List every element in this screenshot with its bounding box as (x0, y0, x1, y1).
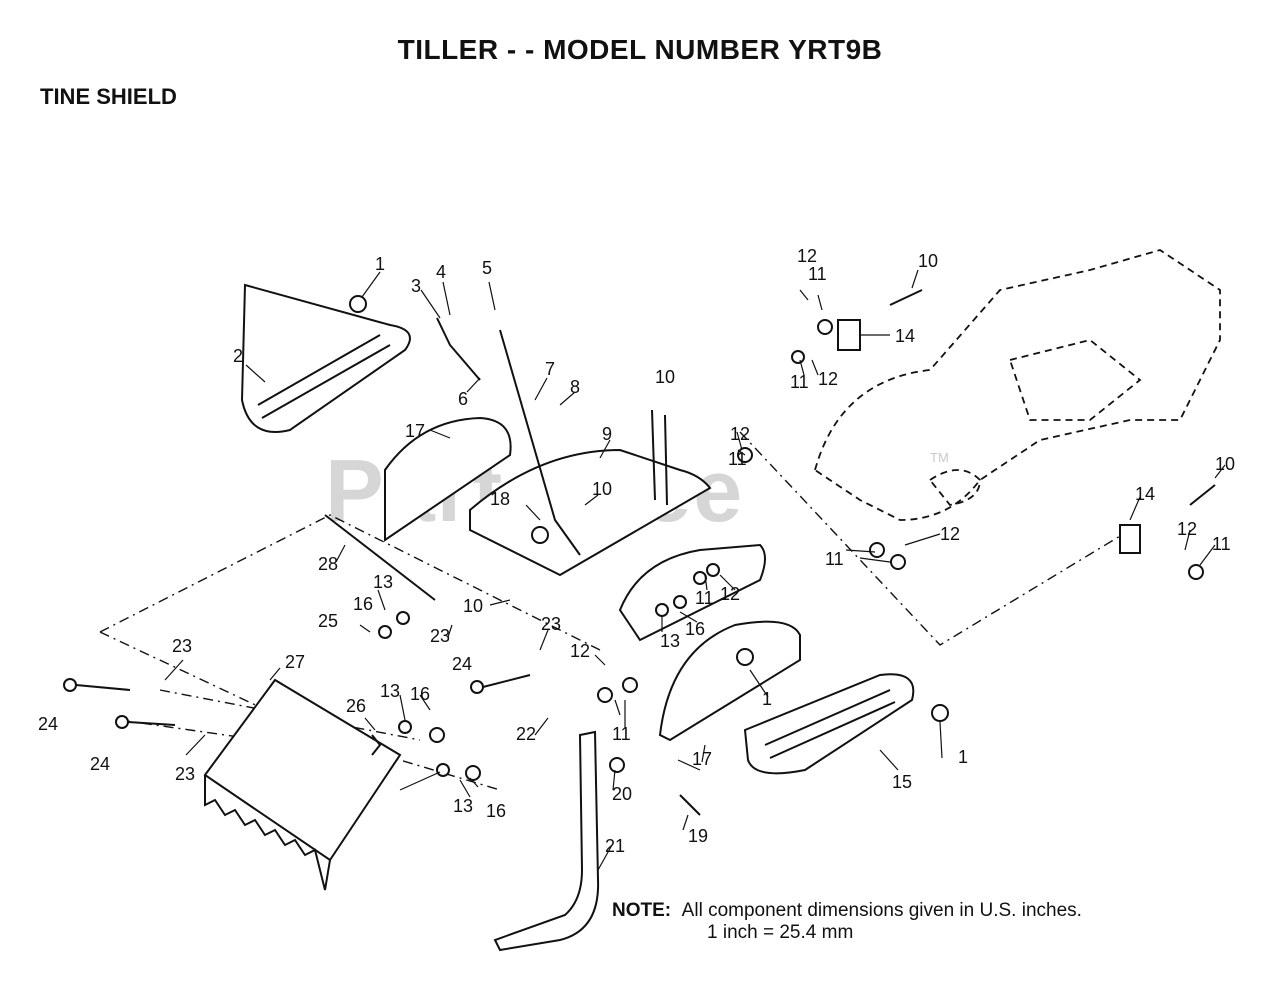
leader-lines (164, 269, 1226, 871)
tiller-frame (813, 249, 1221, 521)
callout-11e: 11 (1212, 534, 1231, 554)
callout-16c: 16 (410, 684, 430, 704)
callout-10e: 10 (1215, 454, 1235, 474)
callout-22: 22 (516, 724, 536, 744)
callout-19: 19 (688, 826, 708, 846)
depth-bar (493, 730, 600, 952)
callout-13b: 13 (660, 631, 680, 651)
callout-10b: 10 (592, 479, 612, 499)
callout-10d: 10 (918, 251, 938, 271)
note-line2: 1 inch = 25.4 mm (707, 922, 854, 943)
callout-12c: 12 (730, 424, 750, 444)
deflector-lower (658, 620, 801, 742)
callout-14b: 14 (1135, 484, 1155, 504)
callout-labels: 1 1 1 2 3 4 5 6 7 8 9 10 10 10 10 10 11 … (38, 246, 1235, 856)
bolt-24-upper (63, 678, 131, 692)
note-label: NOTE: (612, 900, 672, 921)
watermark-trademark: TM (930, 450, 949, 465)
assembly-line-left (99, 514, 601, 651)
callout-23c: 23 (541, 614, 561, 634)
callout-11g: 11 (612, 724, 631, 744)
callout-14a: 14 (895, 326, 915, 346)
callout-10a: 10 (655, 367, 675, 387)
callout-24a: 24 (38, 714, 58, 734)
callout-18: 18 (490, 489, 510, 509)
callout-2: 2 (233, 346, 243, 366)
callout-9: 9 (602, 424, 612, 444)
deflector-upper (384, 416, 512, 542)
callout-13c: 13 (380, 681, 400, 701)
callout-12g: 12 (570, 641, 590, 661)
nut-1-center (736, 648, 754, 666)
rod (324, 514, 436, 601)
callout-16b: 16 (685, 619, 705, 639)
bolt-24-mid (470, 674, 531, 694)
control-lever (436, 317, 481, 381)
callout-6: 6 (458, 389, 468, 409)
callout-12d: 12 (940, 524, 960, 544)
callout-1a: 1 (375, 254, 385, 274)
callout-17a: 17 (405, 421, 425, 441)
callout-11b: 11 (790, 372, 809, 392)
callout-11c: 11 (728, 449, 747, 469)
bolt-10-top (889, 289, 923, 306)
callout-17b: 17 (692, 749, 712, 769)
callout-23a: 23 (172, 636, 192, 656)
assembly-line-right (739, 431, 1131, 646)
page-title: TILLER - - MODEL NUMBER YRT9B (397, 34, 883, 65)
callout-13a: 13 (373, 572, 393, 592)
callout-24b: 24 (90, 754, 110, 774)
callout-1c: 1 (762, 689, 772, 709)
callout-15: 15 (892, 772, 912, 792)
assembly-line-rear2 (119, 719, 501, 791)
callout-23d: 23 (175, 764, 195, 784)
dimension-note: NOTE: All component dimensions given in … (612, 900, 1082, 944)
note-line1: All component dimensions given in U.S. i… (681, 900, 1082, 921)
bracket-upper (837, 319, 861, 351)
bolt-24-lower (115, 715, 176, 729)
callout-10c: 10 (463, 596, 483, 616)
pin (679, 794, 701, 816)
callout-1b: 1 (958, 747, 968, 767)
callout-23b: 23 (430, 626, 450, 646)
callout-11a: 11 (808, 264, 827, 284)
callout-12f: 12 (720, 584, 740, 604)
bolt-10-right (1189, 484, 1216, 506)
bracket-lower (1119, 524, 1141, 554)
callout-24c: 24 (452, 654, 472, 674)
callout-12a: 12 (797, 246, 817, 266)
nut-1-left (349, 295, 367, 313)
side-shield-right (743, 673, 915, 775)
clip (371, 734, 382, 756)
callout-12b: 12 (818, 369, 838, 389)
callout-16d: 16 (486, 801, 506, 821)
callout-5: 5 (482, 258, 492, 278)
callout-4: 4 (436, 262, 446, 282)
callout-11f: 11 (695, 588, 714, 608)
callout-3: 3 (411, 276, 421, 296)
tine-hood (469, 448, 766, 642)
callout-8: 8 (570, 377, 580, 397)
callout-20: 20 (612, 784, 632, 804)
tiller-frame-detail (928, 339, 1142, 506)
callout-21: 21 (605, 836, 625, 856)
side-shield-left (240, 283, 411, 433)
nut-1-right (931, 704, 949, 722)
callout-16a: 16 (353, 594, 373, 614)
callout-28: 28 (318, 554, 338, 574)
callout-27: 27 (285, 652, 305, 672)
bolt-10-center (651, 409, 668, 506)
callout-7: 7 (545, 359, 555, 379)
callout-25: 25 (318, 611, 338, 631)
section-title: TINE SHIELD (40, 84, 177, 109)
callout-11d: 11 (825, 549, 844, 569)
callout-26: 26 (346, 696, 366, 716)
link-rod (499, 329, 581, 556)
callout-13d: 13 (453, 796, 473, 816)
rear-flap (203, 678, 402, 891)
callout-12e: 12 (1177, 519, 1197, 539)
